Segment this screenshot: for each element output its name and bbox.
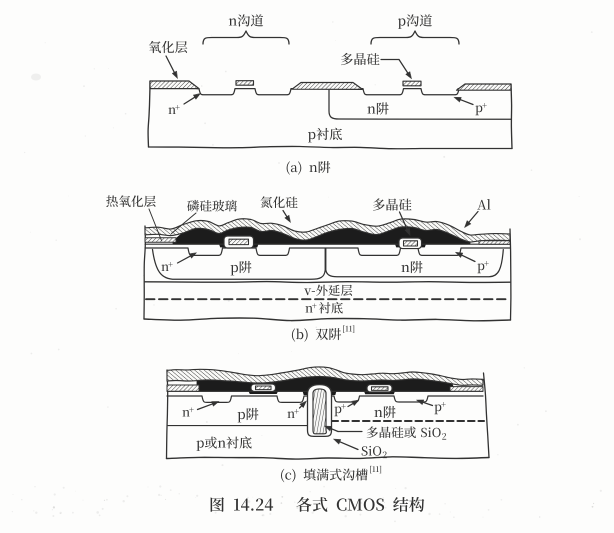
label-c-trench-fill-sio2 [421, 427, 447, 440]
c-surface-right [330, 395, 484, 403]
c-edge-oxide-left [166, 384, 200, 392]
b-edge-oxide-left [144, 237, 177, 243]
b-nwell-boundary [325, 247, 504, 278]
label-c-n-plus-left: n⁺ [182, 407, 194, 417]
c-trench-fill-leader [324, 425, 363, 433]
c-gate-pmos [370, 386, 389, 391]
a-field-oxide-middle [291, 81, 364, 90]
b-poly-arrow [398, 211, 411, 236]
label-c-sio2: SiO₂ [361, 445, 387, 459]
a-gate-nmos [235, 80, 255, 86]
b-pwell-boundary [151, 247, 326, 280]
c-n-plus-mid-arrow [298, 400, 307, 409]
section-b: 热氧化层磷硅玻璃氮化硅多晶硅Aln⁺p阱n阱p⁺v-外延层n⁺衬底(b) 双阱[… [106, 195, 512, 342]
c-nitride-layer [166, 366, 484, 386]
a-pchannel-brace [370, 30, 460, 45]
a-substrate-outline [147, 80, 513, 150]
b-psg-leader [171, 212, 197, 234]
a-nchannel-brace [202, 30, 290, 45]
label-b-n-plus: n⁺ [161, 262, 173, 271]
b-gate-nmos [228, 238, 250, 246]
label-c-p-plus-right: p⁺ [434, 402, 446, 415]
c-gate-nmos [254, 385, 272, 391]
label-b-n-substrate: n⁺衬底 [305, 301, 343, 314]
c-surface-left [166, 395, 309, 403]
c-n-plus-left-arrow [196, 401, 220, 411]
b-al-arrow [464, 210, 479, 228]
b-surface-and-diffusions [144, 247, 511, 256]
label-c-n-plus-mid: n⁺ [287, 409, 299, 418]
b-p-plus-arrow [455, 252, 476, 263]
a-oxide-arrow [165, 55, 178, 79]
label-a-p-plus: p⁺ [475, 103, 487, 116]
a-field-oxide-right [455, 83, 512, 91]
scan-noise [11, 21, 602, 523]
b-gate-pmos [402, 240, 419, 247]
a-p-plus-arrow [453, 97, 474, 106]
c-edge-oxide-right [449, 386, 484, 392]
b-n-plus-arrow [176, 252, 197, 264]
diagram: n沟道p沟道氧化层多晶硅n⁺p⁺n阱p衬底(a) n阱热氧化层磷硅玻璃氮化硅多晶… [106, 14, 513, 512]
b-edge-oxide-right [478, 240, 511, 245]
section-a: n沟道p沟道氧化层多晶硅n⁺p⁺n阱p衬底(a) n阱 [147, 14, 513, 175]
b-epi-line [144, 280, 511, 284]
label-a-n-plus: n⁺ [168, 105, 180, 114]
a-field-oxide-left [149, 80, 200, 90]
c-sio2-arrow [333, 438, 359, 451]
label-b-p-plus: p⁺ [477, 261, 489, 274]
label-c-p-plus-mid: p⁺ [334, 404, 346, 417]
c-trench-fill [312, 388, 327, 435]
a-nwell-boundary [328, 89, 512, 120]
c-p-plus-mid-arrow [347, 399, 360, 408]
a-gate-pmos [402, 80, 422, 87]
b-nitride-arrow [282, 209, 291, 223]
b-thermal-oxide-leader [148, 208, 162, 241]
a-poly-arrow [380, 58, 412, 79]
c-p-plus-right-arrow [416, 399, 434, 407]
a-n-plus-arrow [183, 93, 201, 105]
section-c: n⁺p阱n⁺p⁺n阱p⁺多晶硅或 SiO₂SiO₂p或n衬底(c) 填满式沟槽[… [165, 366, 490, 483]
